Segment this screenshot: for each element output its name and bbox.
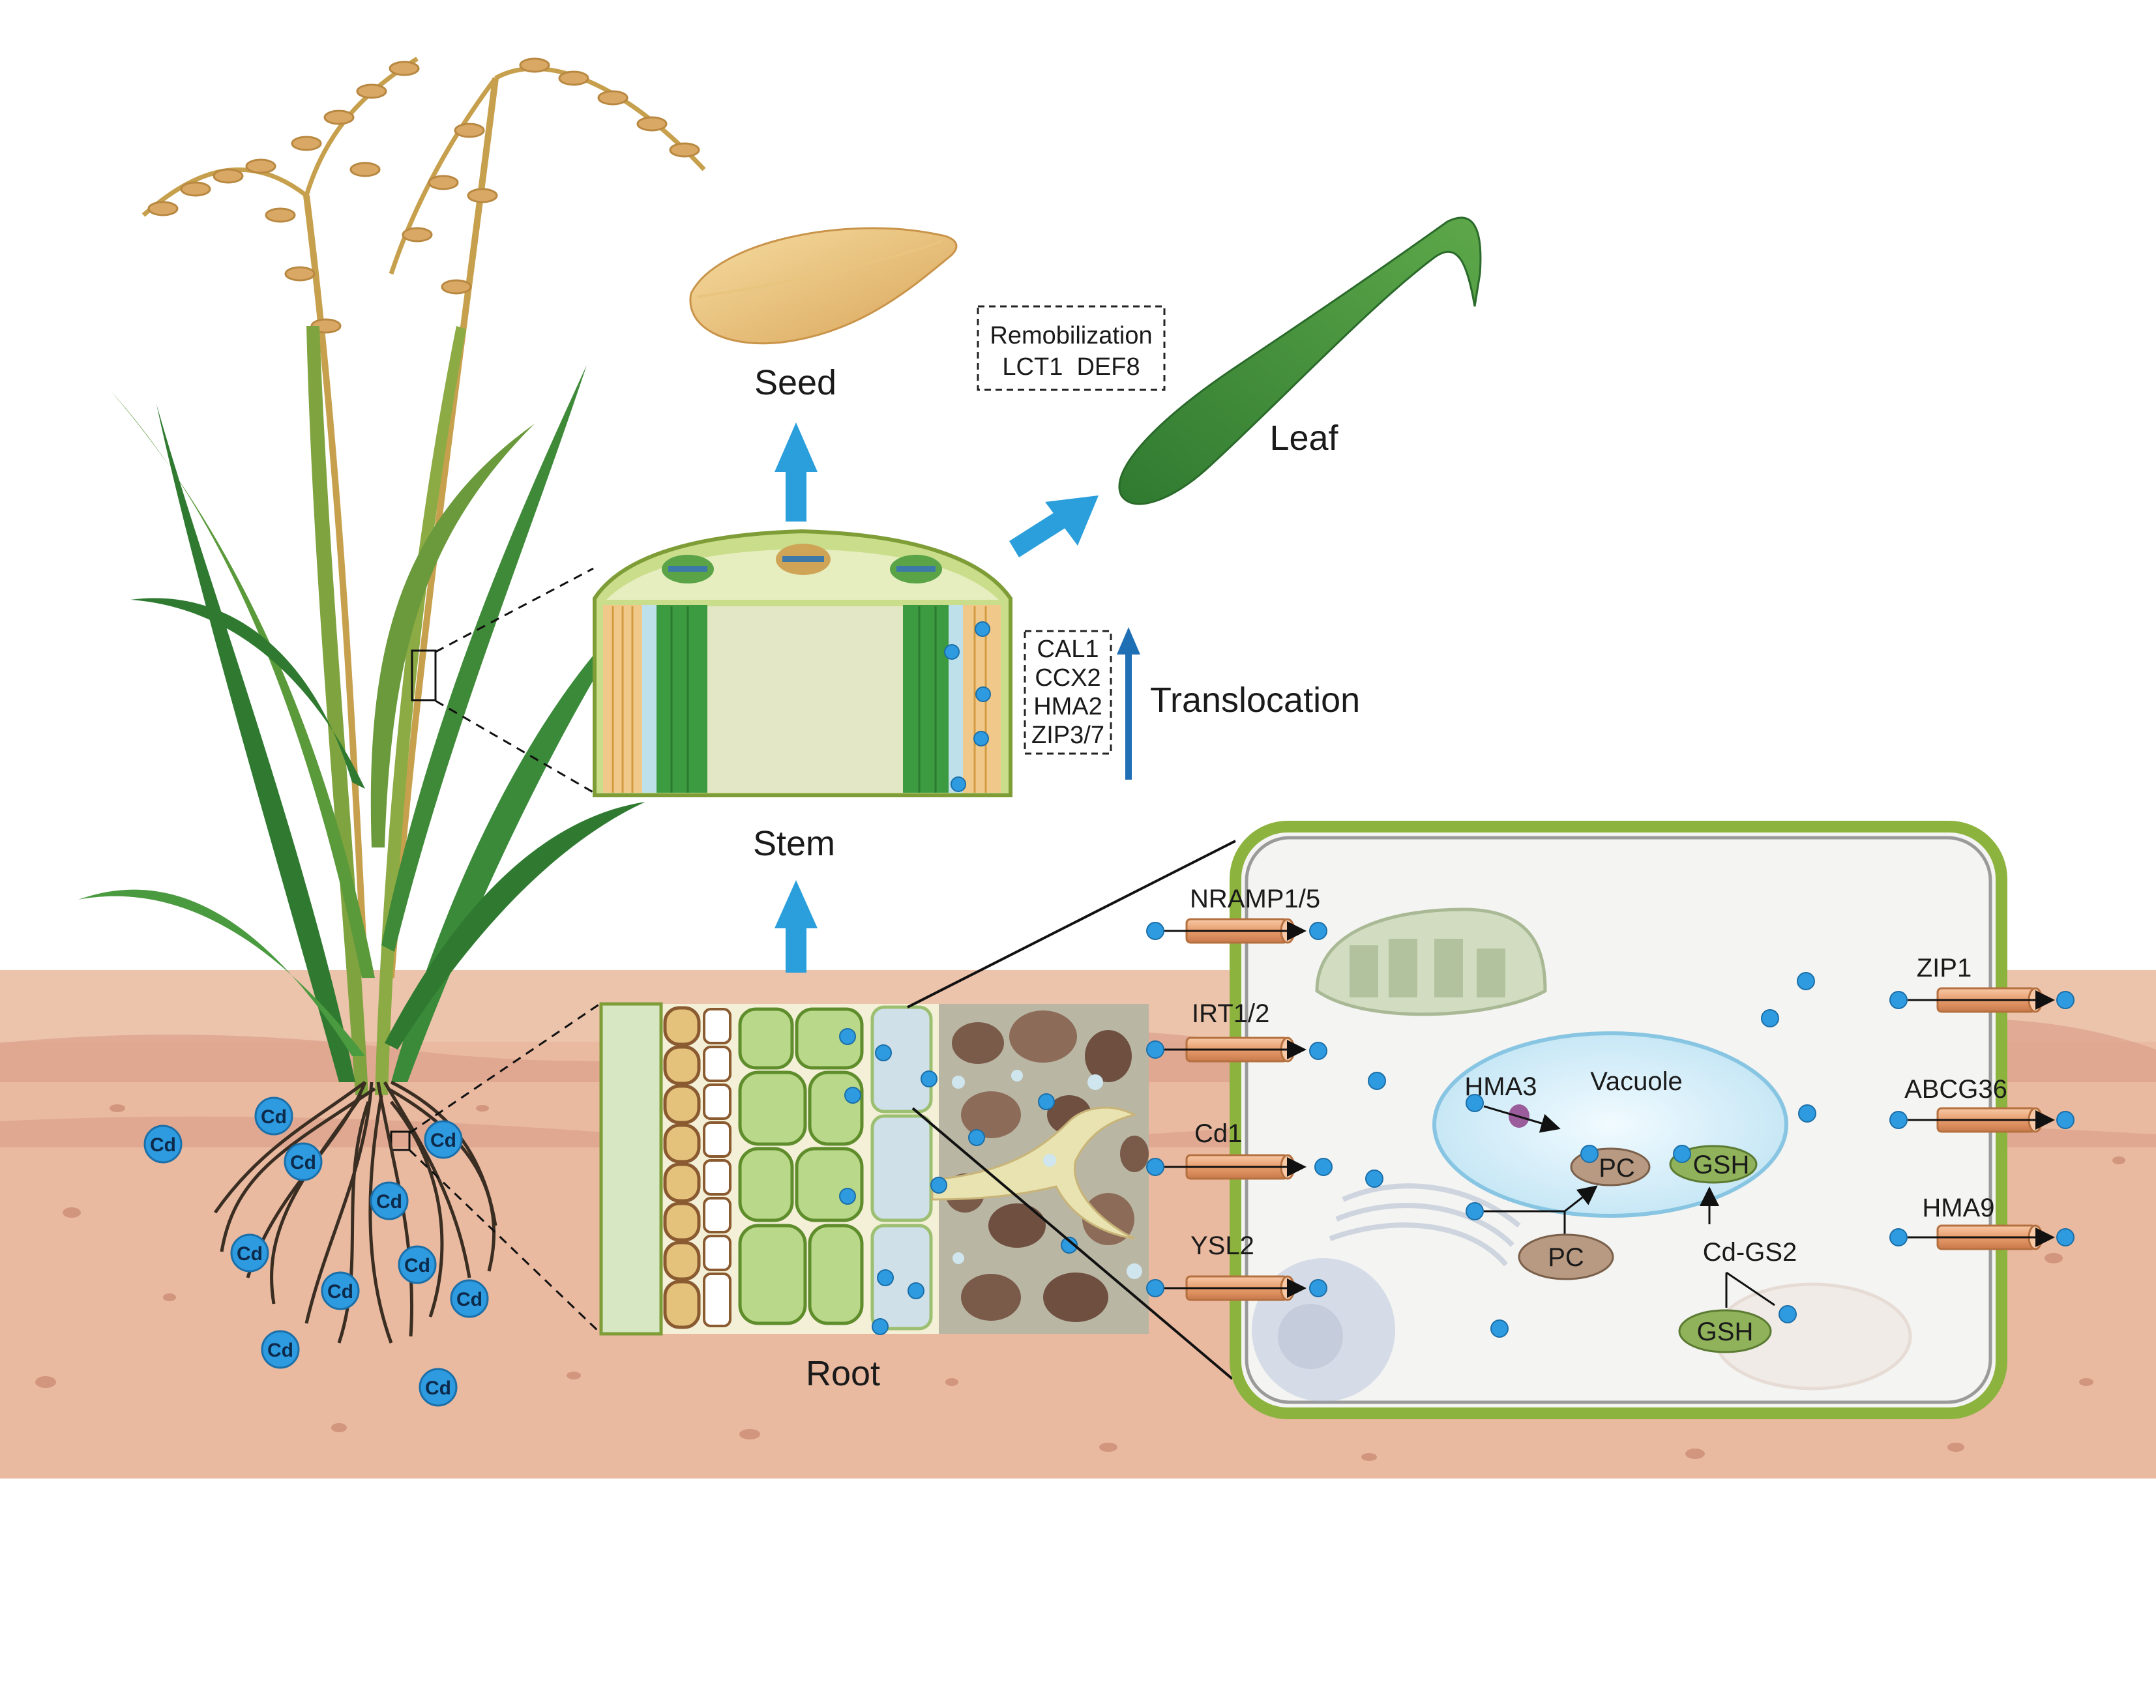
cd-ion: Cd [230, 1233, 269, 1273]
svg-text:Cd: Cd [327, 1281, 353, 1303]
root-epidermis-cells [870, 1005, 933, 1331]
rice-plant: Cd Cd Cd Cd Cd Cd Cd Cd Cd Cd Cd [78, 57, 706, 1407]
cd-gs2-label: Cd-GS2 [1703, 1238, 1797, 1267]
remobilization-genes: LCT1 DEF8 [1002, 353, 1140, 381]
vacuolar-gsh: GSH [1669, 1145, 1758, 1184]
svg-text:NRAMP1/5: NRAMP1/5 [1190, 885, 1320, 913]
svg-text:HMA9: HMA9 [1922, 1194, 1994, 1222]
gene-hma2: HMA2 [1033, 693, 1102, 720]
root-soil-particles [931, 1004, 1149, 1334]
efflux-transporter-abcg36: ABCG36 [1889, 1075, 2075, 1133]
svg-text:Cd: Cd [290, 1152, 316, 1173]
stem-vascular-right [903, 605, 1001, 793]
cytosol-gsh: GSH [1697, 1318, 1754, 1346]
remobilization-box: Remobilization LCT1 DEF8 [977, 305, 1166, 391]
cd-ion: Cd [450, 1279, 489, 1318]
soil-cd-ions: Cd Cd Cd Cd Cd Cd Cd Cd Cd Cd Cd [143, 1097, 489, 1407]
uptake-transporter-nramp: NRAMP1/5 [1146, 885, 1327, 944]
cd-ion: Cd [284, 1142, 323, 1181]
svg-text:Cd: Cd [425, 1377, 451, 1399]
vacuole [1432, 1031, 1788, 1218]
chloroplast [1315, 907, 1547, 1016]
svg-text:Cd1: Cd1 [1194, 1119, 1242, 1148]
cd-gs2-pathway: Cd-GS2 GSH [1678, 1186, 1797, 1353]
soil-pebbles [35, 1104, 2125, 1461]
rice-grains [147, 57, 700, 334]
cd-ion: Cd [143, 1125, 183, 1164]
cd-ion: Cd [370, 1181, 409, 1220]
svg-text:Cd: Cd [267, 1340, 293, 1361]
root-label: Root [806, 1354, 880, 1393]
efflux-transporter-hma9: HMA9 [1889, 1194, 2075, 1250]
svg-text:Cd: Cd [430, 1130, 456, 1151]
svg-text:IRT1/2: IRT1/2 [1192, 999, 1269, 1028]
stem-cd-ions [944, 621, 991, 792]
plant-cell: Vacuole HMA3 PC GSH PC [1146, 821, 2075, 1419]
cd-ion: Cd [254, 1097, 293, 1136]
stem-sample-box [411, 649, 437, 701]
translocation-gene-box: CAL1 CCX2 HMA2 ZIP3/7 [1024, 630, 1112, 755]
gene-ccx2: CCX2 [1035, 664, 1100, 692]
root-cross-section [408, 1002, 1149, 1336]
leaf-arrow [1009, 495, 1099, 557]
leaf-label: Leaf [1269, 419, 1338, 458]
cytosol-pc: PC [1548, 1243, 1584, 1272]
stem-cross-section [435, 529, 1012, 797]
svg-text:YSL2: YSL2 [1190, 1231, 1254, 1260]
svg-text:Cd: Cd [456, 1289, 482, 1310]
seed-arrow [775, 422, 818, 522]
root-cortex-cells [738, 1007, 864, 1325]
rice-panicles [141, 57, 706, 979]
cd-ion: Cd [424, 1120, 463, 1159]
uptake-transporter-cd1: Cd1 [1146, 1119, 1333, 1180]
vacuolar-pc: PC [1570, 1145, 1651, 1186]
translocation-label: Translocation [1150, 681, 1360, 720]
seed-label: Seed [754, 363, 836, 402]
svg-text:Cd: Cd [150, 1134, 176, 1156]
zoom-line-bottom [911, 1107, 1233, 1380]
zoom-line-top [907, 840, 1236, 1009]
root-endodermis-cells [663, 1006, 701, 1329]
cd-ion: Cd [419, 1368, 458, 1407]
svg-text:Cd: Cd [376, 1191, 402, 1213]
gene-zip3-7: ZIP3/7 [1031, 722, 1104, 749]
svg-text:ABCG36: ABCG36 [1904, 1075, 2007, 1104]
stem-label: Stem [753, 824, 835, 863]
translocation-arrow [1117, 627, 1140, 780]
svg-text:PC: PC [1599, 1154, 1635, 1183]
remobilization-title: Remobilization [990, 322, 1152, 349]
root-cd-ions [839, 1028, 1078, 1335]
gene-cal1: CAL1 [1037, 636, 1099, 663]
svg-text:Cd: Cd [404, 1255, 430, 1276]
seed-ridge [697, 240, 943, 298]
cytosol-cd-ions [1365, 972, 1816, 1338]
cd-ion: Cd [321, 1271, 360, 1310]
seed-illustration [689, 227, 958, 345]
uptake-transporter-ysl2: YSL2 [1146, 1231, 1327, 1301]
rice-leaves [78, 326, 645, 1095]
cd-ion: Cd [398, 1245, 437, 1284]
stem-vascular-left [603, 605, 707, 793]
leaf-illustration [1118, 216, 1482, 505]
hma3-transporter: HMA3 [1464, 1072, 1561, 1133]
svg-text:GSH: GSH [1693, 1151, 1750, 1179]
cd-ion: Cd [261, 1330, 300, 1369]
uptake-transporter-irt: IRT1/2 [1146, 999, 1327, 1063]
efflux-transporter-zip1: ZIP1 [1889, 954, 2075, 1013]
vacuole-label: Vacuole [1590, 1067, 1683, 1096]
root-casparian-cells [703, 1008, 731, 1327]
cytosol-pc-pathway: PC [1466, 1185, 1614, 1280]
stem-to-root-arrow [775, 880, 818, 973]
svg-text:Cd: Cd [237, 1243, 263, 1265]
svg-text:Cd: Cd [261, 1106, 287, 1128]
svg-text:ZIP1: ZIP1 [1917, 954, 1971, 982]
